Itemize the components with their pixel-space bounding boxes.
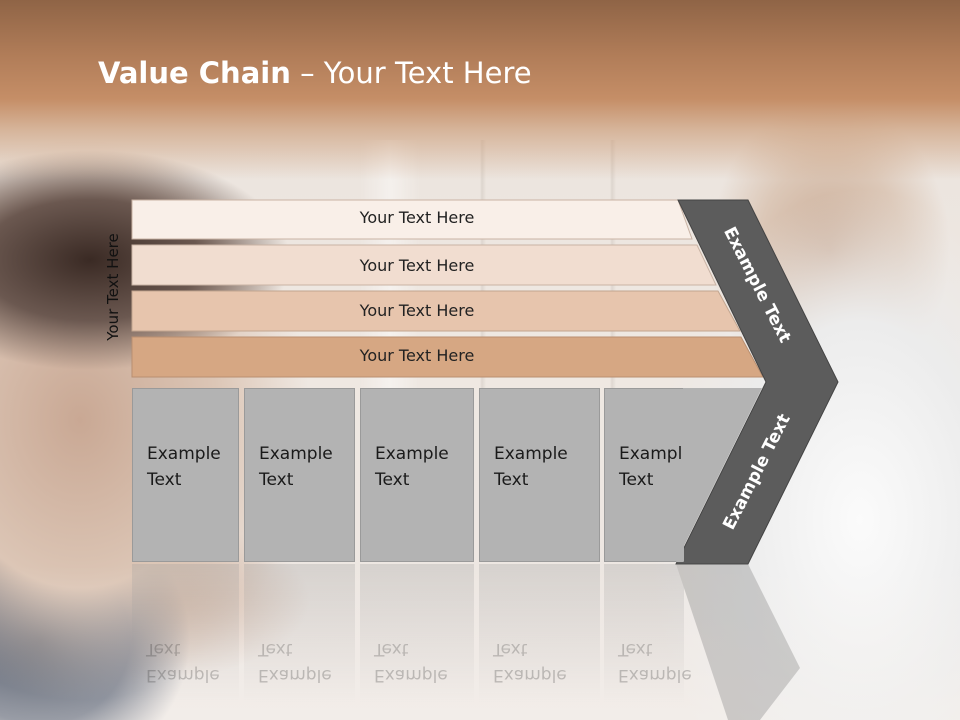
reflection-chevron-shape <box>676 564 800 720</box>
row-label-1: Your Text Here <box>359 208 475 227</box>
activity-box-label: Example Text <box>494 444 568 490</box>
activity-box-3: Example Text <box>360 388 474 562</box>
row-label-3: Your Text Here <box>359 301 475 320</box>
row-label-4: Your Text Here <box>359 346 475 365</box>
reflection-box-4: Example Text <box>479 564 600 704</box>
reflection: Example Text Example Text Example Text E… <box>0 564 960 720</box>
activity-box-label: Example Text <box>619 444 693 490</box>
title-bold: Value Chain <box>98 56 291 90</box>
reflection-box-3: Example Text <box>360 564 474 704</box>
row-label-2: Your Text Here <box>359 256 475 275</box>
reflection-box-1: Example Text <box>132 564 239 704</box>
row-shape-1 <box>131 199 693 240</box>
activity-box-label: Example Text <box>375 444 449 490</box>
title-rest: – Your Text Here <box>290 56 532 90</box>
row-shape-3 <box>131 290 741 332</box>
activity-box-label: Example Text <box>147 444 221 490</box>
bottom-fade <box>0 565 960 720</box>
reflection-box-5: Example Text <box>604 564 692 704</box>
activity-box-label: Example Text <box>259 444 333 490</box>
activity-box-2: Example Text <box>244 388 355 562</box>
box-5-tail <box>676 388 762 562</box>
row-shape-4 <box>131 336 764 378</box>
activity-box-1: Example Text <box>132 388 239 562</box>
slide-title: Value Chain – Your Text Here <box>98 56 532 90</box>
reflection-box-2: Example Text <box>244 564 355 704</box>
reflection-chevron <box>676 564 800 720</box>
header-band <box>0 0 960 180</box>
row-shape-2 <box>131 244 717 286</box>
chevron-shape <box>675 199 839 565</box>
activity-box-5: Example Text <box>604 388 693 562</box>
activity-box-4: Example Text <box>479 388 600 562</box>
